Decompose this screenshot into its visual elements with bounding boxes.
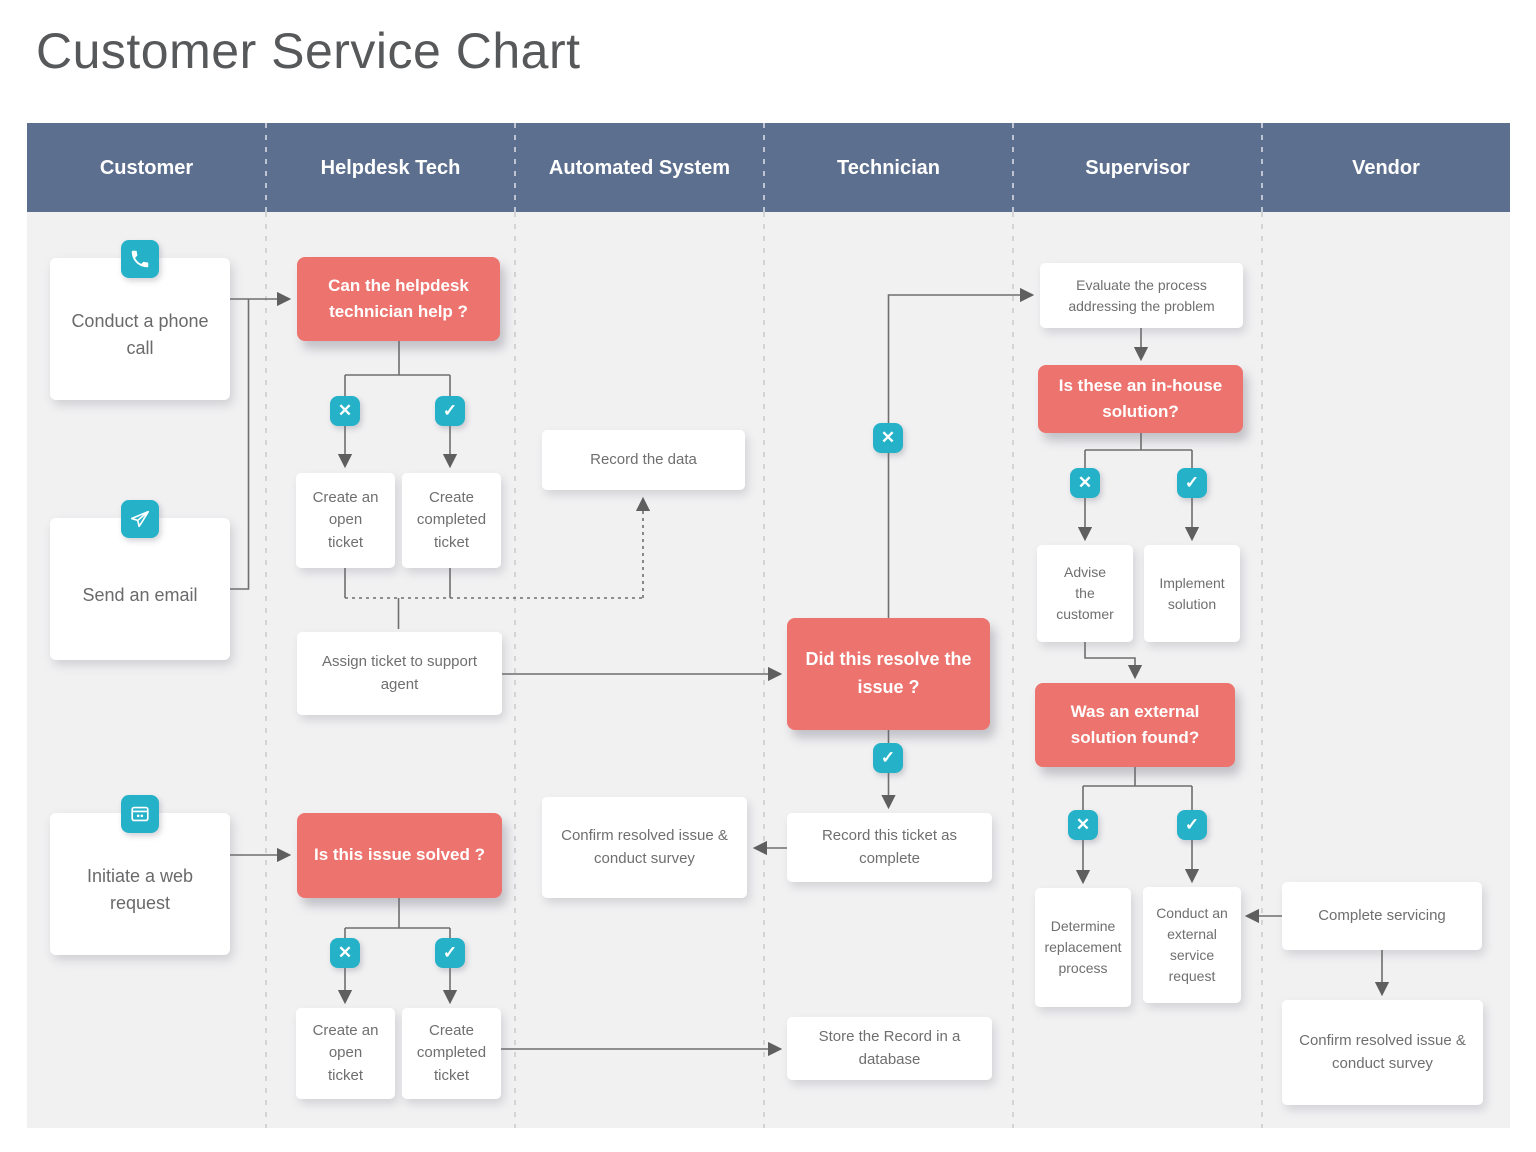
node-determine-replacement-label: Determine replacement process: [1044, 918, 1122, 976]
node-complete-servicing: Complete servicing: [1282, 882, 1482, 950]
node-can-helpdesk-help-label: Can the helpdesk technician help ?: [328, 275, 469, 321]
node-create-open-ticket-1-label: Create an open ticket: [312, 488, 379, 551]
lane-header-vendor: Vendor: [1352, 156, 1420, 179]
connector-advise-to-external: [1084, 642, 1143, 680]
yes-icon: ✓: [1177, 810, 1207, 840]
yes-icon: ✓: [873, 743, 903, 773]
node-evaluate-process: Evaluate the process addressing the prob…: [1040, 263, 1243, 328]
node-create-open-ticket-1: Create an open ticket: [296, 473, 395, 568]
yes-icon: ✓: [435, 938, 465, 968]
yes-icon: ✓: [1177, 468, 1207, 498]
node-assign-ticket: Assign ticket to support agent: [297, 632, 502, 715]
node-create-open-ticket-2-label: Create an open ticket: [312, 1021, 379, 1084]
node-record-data-label: Record the data: [590, 450, 697, 468]
no-icon: ✕: [330, 938, 360, 968]
node-store-record-database: Store the Record in a database: [787, 1017, 992, 1080]
lane-header-customer: Customer: [99, 156, 194, 179]
node-assign-ticket-label: Assign ticket to support agent: [321, 653, 478, 693]
node-create-completed-ticket-2: Create completed ticket: [402, 1008, 501, 1099]
connector-email-join: [230, 299, 250, 590]
no-icon: ✕: [1070, 468, 1100, 498]
connector-helpdesk-split: [345, 341, 450, 376]
node-in-house-solution-label: Is these an in-house solution?: [1058, 375, 1223, 421]
node-create-completed-ticket-1: Create completed ticket: [402, 473, 501, 568]
lane-separators: [265, 123, 1263, 1128]
node-in-house-solution: Is these an in-house solution?: [1038, 365, 1243, 433]
node-determine-replacement: Determine replacement process: [1035, 888, 1131, 1007]
node-initiate-web-request: Initiate a web request: [50, 813, 230, 955]
no-icon: ✕: [873, 423, 903, 453]
connector-solved-split: [345, 898, 450, 929]
node-store-record-database-label: Store the Record in a database: [818, 1028, 961, 1068]
node-evaluate-process-label: Evaluate the process addressing the prob…: [1068, 276, 1215, 314]
node-send-email: Send an email: [50, 518, 230, 660]
node-confirm-resolved-vendor: Confirm resolved issue & conduct survey: [1282, 1000, 1483, 1105]
phone-icon: [121, 240, 159, 278]
connector-no-to-evaluate: [887, 287, 1035, 618]
no-icon: ✕: [1068, 810, 1098, 840]
connector-inhouse-split: [1085, 433, 1192, 451]
node-create-completed-ticket-1-label: Create completed ticket: [416, 488, 487, 551]
node-implement-solution-label: Implement solution: [1159, 574, 1225, 612]
page-title: Customer Service Chart: [36, 23, 581, 79]
node-did-resolve-issue: Did this resolve the issue ?: [787, 618, 990, 730]
node-external-solution-found: Was an external solution found?: [1035, 683, 1235, 767]
node-can-helpdesk-help: Can the helpdesk technician help ?: [297, 257, 500, 341]
node-advise-customer-label: Advise the customer: [1056, 564, 1114, 622]
node-record-ticket-complete: Record this ticket as complete: [787, 813, 992, 882]
connector-ticket-drops: [344, 568, 451, 598]
node-create-completed-ticket-2-label: Create completed ticket: [416, 1021, 487, 1084]
node-did-resolve-issue-label: Did this resolve the issue ?: [805, 649, 972, 697]
connector-external-split: [1083, 767, 1192, 787]
node-confirm-resolved-automated: Confirm resolved issue & conduct survey: [542, 797, 747, 898]
lane-header-bar: Customer Helpdesk Tech Automated System …: [27, 123, 1510, 212]
lane-header-automated-system: Automated System: [548, 156, 731, 179]
node-implement-solution: Implement solution: [1144, 545, 1240, 642]
node-record-ticket-complete-label: Record this ticket as complete: [821, 827, 958, 867]
browser-icon: [121, 795, 159, 833]
node-confirm-resolved-automated-label: Confirm resolved issue & conduct survey: [561, 827, 728, 867]
node-complete-servicing-label: Complete servicing: [1318, 906, 1446, 924]
node-is-issue-solved: Is this issue solved ?: [297, 813, 502, 898]
node-initiate-web-request-label: Initiate a web request: [86, 866, 194, 913]
no-icon: ✕: [330, 396, 360, 426]
lane-header-technician: Technician: [837, 156, 940, 179]
node-conduct-phone-call: Conduct a phone call: [50, 258, 230, 400]
node-conduct-external-request-label: Conduct an external service request: [1156, 905, 1228, 984]
lane-header-supervisor: Supervisor: [1085, 156, 1190, 179]
node-is-issue-solved-label: Is this issue solved ?: [313, 845, 485, 865]
paper-plane-icon: [121, 500, 159, 538]
node-external-solution-found-label: Was an external solution found?: [1070, 701, 1200, 747]
node-conduct-external-request: Conduct an external service request: [1143, 887, 1241, 1003]
yes-icon: ✓: [435, 396, 465, 426]
lane-header-helpdesk-tech: Helpdesk Tech: [320, 156, 461, 179]
node-send-email-label: Send an email: [82, 584, 198, 605]
node-create-open-ticket-2: Create an open ticket: [296, 1008, 395, 1099]
node-conduct-phone-call-label: Conduct a phone call: [71, 311, 209, 358]
node-record-data: Record the data: [542, 430, 745, 490]
node-advise-customer: Advise the customer: [1037, 545, 1133, 642]
node-confirm-resolved-vendor-label: Confirm resolved issue & conduct survey: [1299, 1032, 1466, 1072]
